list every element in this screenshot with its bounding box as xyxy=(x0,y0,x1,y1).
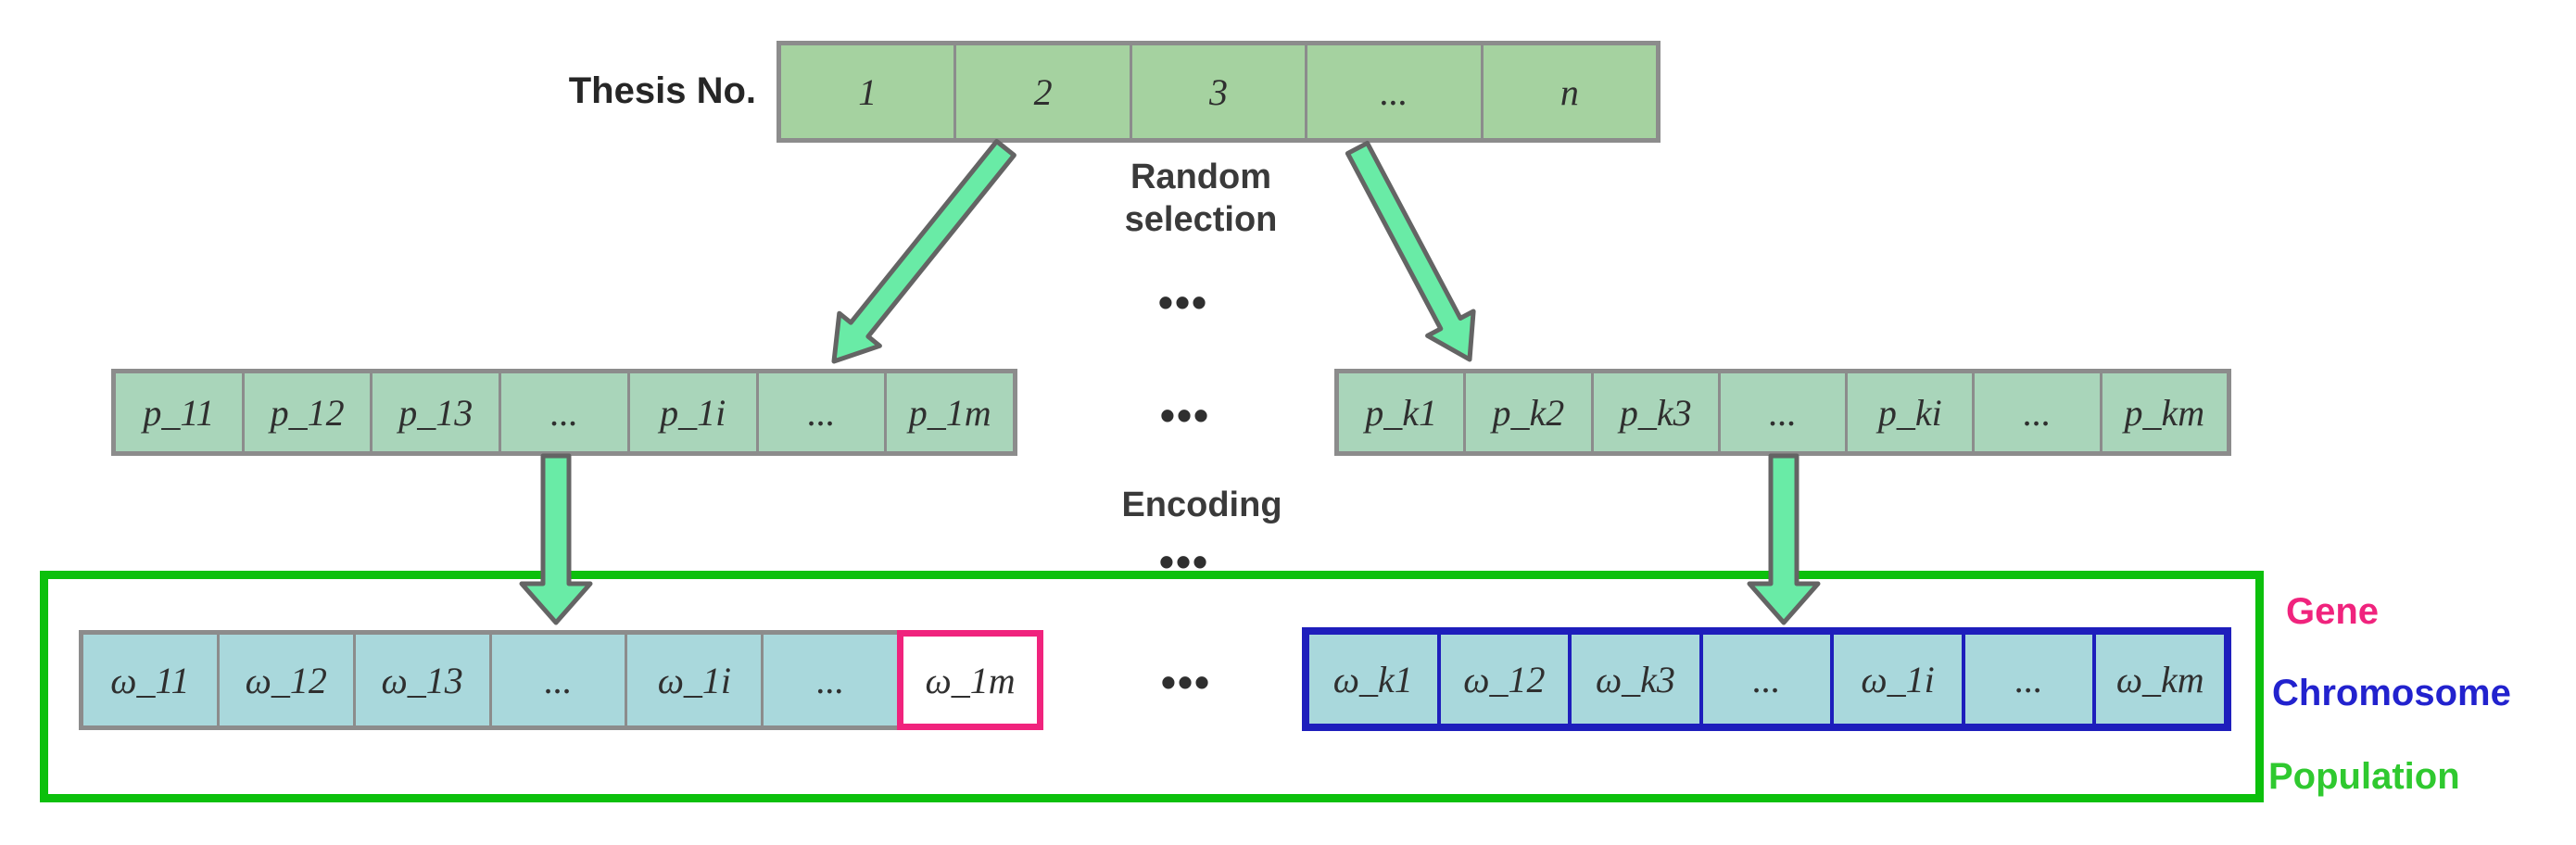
pk-cell-5: p_ki xyxy=(1845,373,1972,451)
wk-cell-4: ... xyxy=(1698,635,1831,724)
wk-cell-1: ω_k1 xyxy=(1332,658,1413,700)
population-box xyxy=(40,571,2264,802)
ellipsis-dots-1: ••• xyxy=(1157,278,1209,326)
pk-cell-1: p_k1 xyxy=(1365,391,1438,434)
encoding-label: Encoding xyxy=(1121,486,1282,524)
w1-cell-1: ω_11 xyxy=(110,659,190,701)
thesis-cell-1: 1 xyxy=(858,70,878,113)
ellipsis-dots-2: ••• xyxy=(1159,391,1211,439)
thesis-cell-2: 2 xyxy=(953,45,1129,138)
thesis-cell-3: 3 xyxy=(1129,45,1305,138)
gene-cell: ω_1m xyxy=(897,630,1044,730)
w1-cell-3: ω_13 xyxy=(352,635,489,725)
w1-cell-6: ... xyxy=(761,635,897,725)
w1-cell-2: ω_12 xyxy=(216,635,353,725)
selection-arrow-right-icon xyxy=(1345,140,1476,362)
wk-cell-6: ... xyxy=(1961,635,2093,724)
pk-cell-3: p_k3 xyxy=(1590,373,1718,451)
p1-cell-6: ... xyxy=(755,373,885,451)
p1-cell-2: p_12 xyxy=(241,373,371,451)
pk-cell-2: p_k2 xyxy=(1463,373,1590,451)
thesis-cell-4: ... xyxy=(1305,45,1480,138)
legend-population: Population xyxy=(2268,756,2460,797)
wk-cell-5: ω_1i xyxy=(1830,635,1962,724)
p1-cell-7: p_1m xyxy=(884,373,1013,451)
selection-arrow-left-icon xyxy=(831,139,1017,364)
thesis-no-label: Thesis No. xyxy=(568,70,756,111)
pk-cell-7: p_km xyxy=(2099,373,2227,451)
ellipsis-dots-4: ••• xyxy=(1160,658,1212,706)
pk-cell-4: ... xyxy=(1717,373,1845,451)
wk-cell-3: ω_k3 xyxy=(1568,635,1699,724)
w1-cell-4: ... xyxy=(488,635,625,725)
wk-cell-2: ω_12 xyxy=(1436,635,1569,724)
thesis-cell-5: n xyxy=(1480,45,1656,138)
legend-gene: Gene xyxy=(2286,591,2380,632)
p1-cell-1: p_11 xyxy=(143,391,215,434)
w1-cell-5: ω_1i xyxy=(625,635,761,725)
pk-cell-6: ... xyxy=(1972,373,2099,451)
p1-cell-4: ... xyxy=(499,373,627,451)
legend-chromosome: Chromosome xyxy=(2272,673,2511,713)
p1-cell-5: p_1i xyxy=(626,373,756,451)
wk-cell-7: ω_km xyxy=(2092,635,2224,724)
p1-cell-3: p_13 xyxy=(370,373,499,451)
random-selection-label: Random selection xyxy=(1124,158,1278,239)
